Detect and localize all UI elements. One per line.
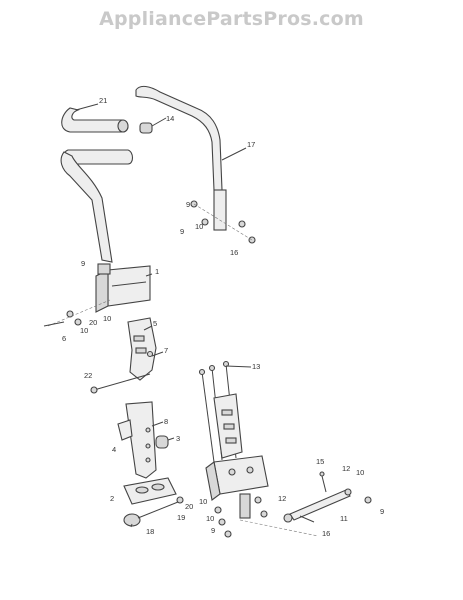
callout-8: 8 [164,417,168,426]
callout-16: 16 [322,529,330,538]
callout-20: 20 [185,502,193,511]
callout-21: 21 [99,96,107,105]
callout-11: 11 [340,514,348,523]
callout-9: 9 [186,200,190,209]
part-axle [283,471,372,523]
hardware-bracket-bolts [43,299,111,327]
watermark-text: AppliancePartsPros.com [99,8,364,30]
callout-9: 9 [81,259,85,268]
callout-5: 5 [153,319,157,328]
callout-9: 9 [180,227,184,236]
callout-10: 10 [80,326,88,335]
callout-13: 13 [252,362,260,371]
part-main-housing [205,455,269,519]
callout-7: 7 [164,346,168,355]
hardware-right-upper [190,200,256,244]
callout-4: 4 [112,445,116,454]
callout-22: 22 [84,371,92,380]
callout-10: 10 [103,314,111,323]
part-handle-right [135,85,227,231]
part-adjust-knob [123,496,184,527]
callout-19: 19 [177,513,185,522]
callout-2: 2 [110,494,114,503]
callout-labels: 21 14 17 9 10 16 9 1 9 20 10 10 6 5 7 22… [62,96,384,538]
callout-6: 6 [62,334,66,343]
callout-16: 16 [230,248,238,257]
callout-14: 14 [166,114,174,123]
callout-15: 15 [316,457,324,466]
hardware-housing-bolts [214,496,319,538]
callout-9: 9 [211,526,215,535]
callout-18: 18 [146,527,154,536]
callout-10: 10 [356,468,364,477]
part-handle-left-tube [60,149,134,263]
callout-12: 12 [342,464,350,473]
part-handle-upper-left [61,107,129,133]
part-center-slotted-plate [213,393,243,459]
part-lower-arm [117,401,157,479]
part-bushing [155,435,169,449]
callout-17: 17 [247,140,255,149]
part-long-bolt [90,373,151,394]
callout-10: 10 [195,222,203,231]
callout-10: 10 [206,514,214,523]
callout-9: 9 [380,507,384,516]
part-base-plate-left [123,477,177,505]
callout-20: 20 [89,318,97,327]
leader-lines [75,103,315,528]
callout-3: 3 [176,434,180,443]
part-lever-plate [127,317,157,381]
part-knob [139,122,153,134]
callout-1: 1 [155,267,159,276]
callout-12: 12 [278,494,286,503]
callout-10: 10 [199,497,207,506]
part-upper-bracket [95,263,151,313]
